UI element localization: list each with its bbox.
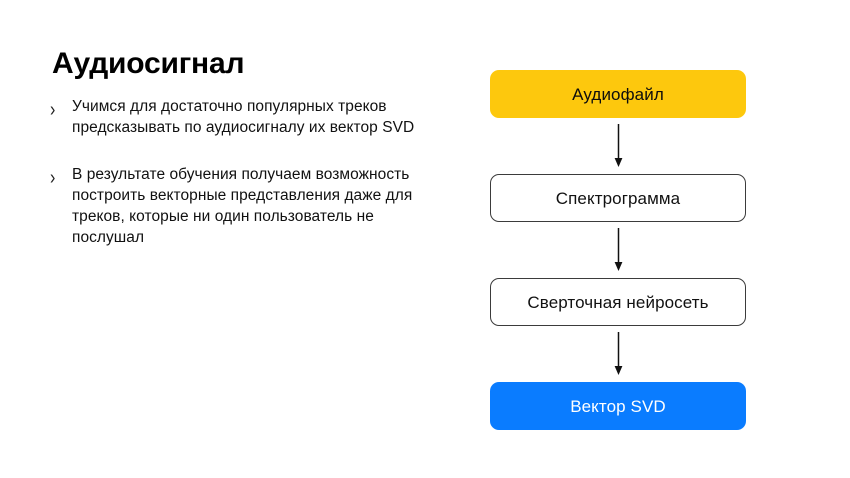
down-arrow-icon xyxy=(614,124,622,167)
list-item: › Учимся для достаточно популярных треко… xyxy=(50,96,430,138)
page-title: Аудиосигнал xyxy=(52,47,245,81)
flow-node-cnn: Сверточная нейросеть xyxy=(490,278,746,326)
flow-node-label: Аудиофайл xyxy=(572,84,664,104)
down-arrow-icon xyxy=(614,332,622,375)
chevron-right-icon: › xyxy=(50,99,56,121)
flow-arrow-1 xyxy=(490,118,746,174)
flow-arrow-3 xyxy=(490,326,746,382)
bullet-list: › Учимся для достаточно популярных треко… xyxy=(50,96,430,248)
list-item: › В результате обучения получаем возможн… xyxy=(50,164,430,248)
flowchart: Аудиофайл Спектрограмма Сверточная нейро… xyxy=(490,70,746,430)
flow-node-spectrogram: Спектрограмма xyxy=(490,174,746,222)
flow-node-label: Сверточная нейросеть xyxy=(527,292,709,312)
chevron-right-icon: › xyxy=(50,167,56,189)
flow-node-audiofile: Аудиофайл xyxy=(490,70,746,118)
bullet-text: В результате обучения получаем возможнос… xyxy=(72,166,413,246)
bullet-text: Учимся для достаточно популярных треков … xyxy=(72,98,415,136)
flow-node-svd-vector: Вектор SVD xyxy=(490,382,746,430)
flow-node-label: Спектрограмма xyxy=(555,188,681,208)
down-arrow-icon xyxy=(614,228,622,271)
flow-node-label: Вектор SVD xyxy=(570,396,666,416)
flow-arrow-2 xyxy=(490,222,746,278)
